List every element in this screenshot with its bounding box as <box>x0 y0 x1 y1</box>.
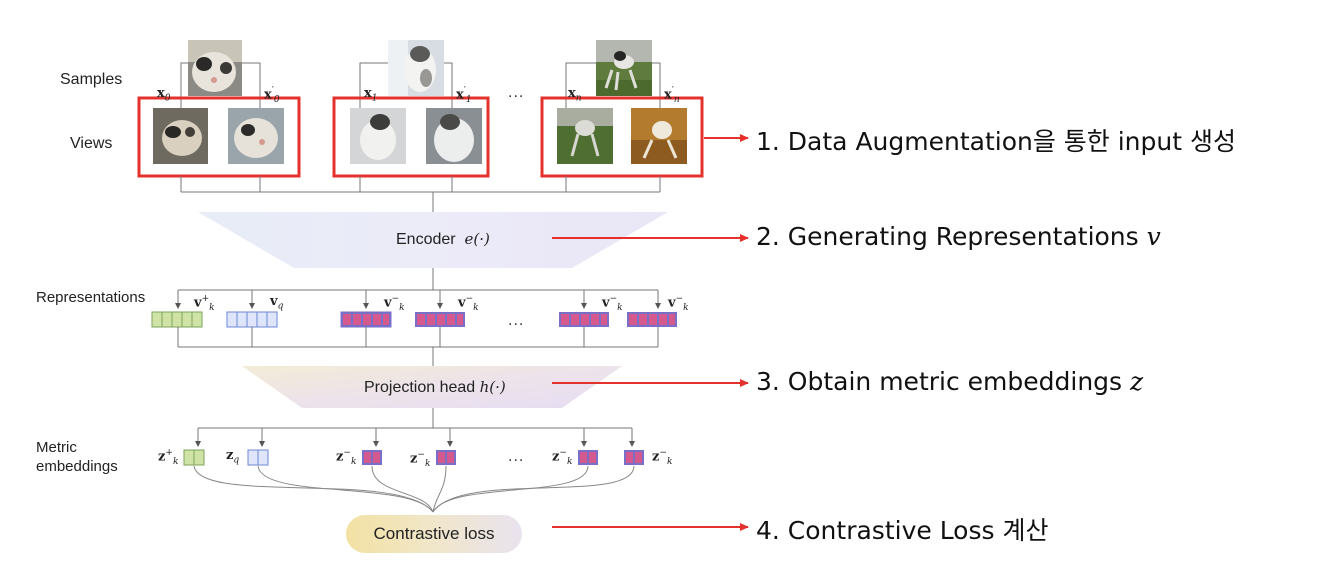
metric-to-loss-curves <box>193 465 635 513</box>
label-x0-sub: 0 <box>164 93 171 104</box>
metric-vector-query <box>247 449 269 466</box>
samples-ellipsis: ... <box>508 84 525 101</box>
rep-label-negative-3: v−k <box>602 294 623 313</box>
sample-image-cat-2 <box>388 40 444 96</box>
metric-label-negative-2: z−k <box>410 450 431 469</box>
projection-head-label: Projection head h(·) <box>364 378 506 397</box>
encoder-to-rep-connectors <box>175 268 661 309</box>
contrastive-loss-node: Contrastive loss <box>346 515 522 553</box>
metric-label-negative-4: z−k <box>652 448 673 467</box>
annotation-4: 4. Contrastive Loss 계산 <box>756 516 1049 545</box>
rep-label-query-sub: q <box>277 301 284 312</box>
projection-label-text: Projection head <box>364 379 476 396</box>
rep-label-negative-1-sub: k <box>399 302 405 313</box>
rep-vector-negative-2 <box>415 312 465 327</box>
views-box-2 <box>332 96 490 178</box>
row-label-metric-line2: embeddings <box>36 458 118 475</box>
label-xn-prime-sub: n <box>673 94 680 105</box>
metric-label-positive: z+k <box>158 448 179 467</box>
metric-label-negative-2-sub: k <box>424 458 431 469</box>
metric-label-query-sub: q <box>233 455 240 466</box>
metric-label-negative-4-sub: k <box>666 456 673 467</box>
encoder-label: Encoder e(·) <box>396 230 490 249</box>
rep-label-negative-1: v−k <box>384 294 405 313</box>
label-xn-prime: x′n <box>664 86 680 105</box>
row-label-representations: Representations <box>36 289 146 306</box>
metric-ellipsis: ... <box>508 448 525 465</box>
annotation-3-text: 3. Obtain metric embeddings <box>756 367 1131 396</box>
rep-vector-negative-3 <box>559 312 609 327</box>
row-label-samples: Samples <box>60 71 123 88</box>
annotation-1: 1. Data Augmentation을 통한 input 생성 <box>756 127 1236 156</box>
metric-vector-negative-2 <box>436 450 456 465</box>
views-box-3 <box>540 96 704 178</box>
encoder-block <box>198 212 668 268</box>
encoder-label-text: Encoder <box>396 231 456 248</box>
row-label-metric-line1: Metric <box>36 439 77 456</box>
rep-vector-query <box>226 311 278 328</box>
label-x0: x0 <box>157 86 171 104</box>
rep-vector-negative-1 <box>340 311 392 328</box>
rep-vector-negative-4 <box>627 312 677 327</box>
metric-label-positive-sub: k <box>172 456 179 467</box>
row-label-views: Views <box>70 135 113 152</box>
rep-label-negative-4: v−k <box>668 294 689 313</box>
row-label-metric: Metric embeddings <box>36 438 118 476</box>
annotation-3: 3. Obtain metric embeddings z <box>756 367 1143 396</box>
label-xn: xn <box>568 86 582 104</box>
view-image-dog-a <box>557 108 613 164</box>
annotation-2-text: 2. Generating Representations <box>756 222 1147 251</box>
metric-vector-negative-3 <box>578 450 598 465</box>
label-x1-prime-sub: 1 <box>465 94 472 105</box>
view-image-dog-b <box>631 108 687 164</box>
metric-vector-negative-4 <box>624 450 644 465</box>
label-x1-sub: 1 <box>371 93 378 104</box>
sample-connectors <box>180 62 661 110</box>
metric-label-negative-3: z−k <box>552 448 573 467</box>
views-box-1 <box>137 96 301 178</box>
metric-label-negative-1-sub: k <box>350 456 357 467</box>
metric-vector-positive <box>183 449 205 466</box>
rep-vector-positive <box>151 311 203 328</box>
rep-label-positive: v+k <box>194 294 215 313</box>
rep-label-negative-4-sub: k <box>683 302 689 313</box>
view-image-cat-1a <box>153 108 208 164</box>
label-x1: x1 <box>364 86 378 104</box>
sample-image-cat-1 <box>188 40 242 96</box>
sample-image-dog <box>596 40 652 96</box>
metric-label-query: zq <box>226 448 240 466</box>
annotation-2: 2. Generating Representations v <box>756 222 1161 251</box>
projection-head-block <box>242 366 622 408</box>
label-x1-prime: x′1 <box>456 86 472 105</box>
rep-label-negative-3-sub: k <box>617 302 623 313</box>
rep-label-negative-2-sub: k <box>473 302 479 313</box>
projection-to-metric-connectors <box>195 408 635 447</box>
view-to-encoder-connectors <box>180 176 661 212</box>
encoder-label-fn: e(·) <box>464 230 490 248</box>
annotation-2-var: v <box>1146 222 1161 251</box>
rep-to-projection-connectors <box>177 327 659 366</box>
metric-label-negative-3-sub: k <box>566 456 573 467</box>
rep-label-negative-2: v−k <box>458 294 479 313</box>
view-image-cat-2b <box>426 108 482 164</box>
label-x0-prime-sub: 0 <box>273 94 280 105</box>
view-image-cat-2a <box>350 108 406 164</box>
metric-label-negative-1: z−k <box>336 448 357 467</box>
label-xn-sub: n <box>575 93 582 104</box>
projection-label-fn: h(·) <box>479 378 506 396</box>
view-image-cat-1b <box>228 108 284 164</box>
annotation-3-var: z <box>1130 367 1144 396</box>
metric-vector-negative-1 <box>362 450 382 465</box>
rep-ellipsis: ... <box>508 312 525 329</box>
label-x0-prime: x′0 <box>264 86 280 105</box>
rep-label-query: vq <box>270 294 284 312</box>
rep-label-positive-sub: k <box>209 302 215 313</box>
